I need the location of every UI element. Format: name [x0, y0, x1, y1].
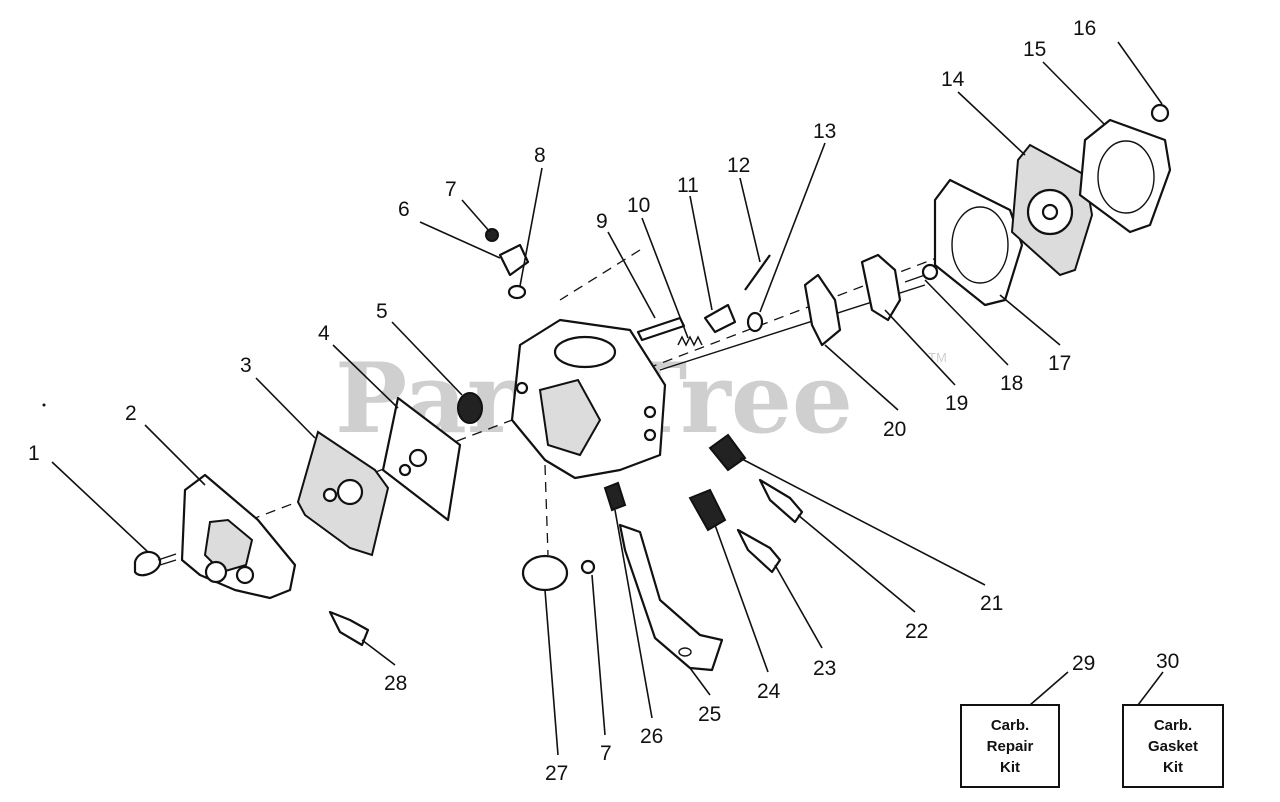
part-16-cover-screw[interactable] — [1150, 103, 1170, 123]
callout-30: 30 — [1156, 650, 1179, 673]
callout-5: 5 — [376, 300, 388, 323]
callout-11: 11 — [677, 174, 699, 197]
callout-18: 18 — [1000, 372, 1023, 395]
part-21-spring[interactable] — [708, 433, 747, 472]
part-18-plate-screw[interactable] — [904, 263, 939, 283]
part-19-throttle-plate[interactable] — [860, 253, 902, 322]
stray-dot — [42, 403, 46, 407]
callout-6: 6 — [398, 198, 410, 221]
callout-16: 16 — [1073, 17, 1096, 40]
gasket-kit-line2: Gasket — [1147, 737, 1199, 755]
part-7-screw-bottom[interactable] — [580, 559, 596, 575]
part-26-spring[interactable] — [603, 481, 627, 512]
part-5-inlet-screen[interactable] — [457, 392, 483, 424]
callout-10: 10 — [627, 194, 650, 217]
repair-kit-line2: Repair — [986, 737, 1034, 755]
gasket-kit-line3: Kit — [1162, 758, 1183, 776]
part-27-choke-plate[interactable] — [521, 554, 569, 592]
part-7-screw-top[interactable] — [485, 228, 499, 242]
callout-24: 24 — [757, 680, 781, 703]
gasket-kit-line1: Carb. — [1153, 716, 1193, 734]
callout-12: 12 — [727, 154, 750, 177]
watermark-tm: TM — [928, 350, 947, 365]
part-11-inlet-lever[interactable] — [703, 303, 737, 334]
callout-27: 27 — [545, 762, 568, 785]
repair-kit-line3: Kit — [1000, 758, 1020, 776]
callout-2: 2 — [125, 402, 137, 425]
callout-8: 8 — [534, 144, 546, 167]
carb-gasket-kit-box[interactable]: Carb. Gasket Kit — [1122, 704, 1224, 788]
callout-3: 3 — [240, 354, 252, 377]
callout-9: 9 — [596, 210, 608, 233]
callout-13: 13 — [813, 120, 836, 143]
part-10-spring[interactable] — [677, 335, 703, 347]
part-25-choke-lever[interactable] — [618, 523, 724, 672]
part-20-throttle-lever[interactable] — [803, 273, 842, 347]
part-8-washer[interactable] — [507, 284, 527, 300]
pump-axis-line — [544, 464, 549, 556]
part-17-metering-gasket[interactable] — [933, 178, 1024, 307]
part-28-screw[interactable] — [328, 610, 370, 647]
callout-1: 1 — [28, 442, 40, 465]
callout-29: 29 — [1072, 652, 1095, 675]
callout-23: 23 — [813, 657, 836, 680]
carburetor-body[interactable] — [510, 318, 667, 480]
callout-25: 25 — [698, 703, 721, 726]
callout-14: 14 — [941, 68, 965, 91]
part-22-adjusting-needle[interactable] — [758, 478, 804, 524]
part-1-screw[interactable] — [133, 550, 177, 577]
part-14-metering-diaphragm[interactable] — [1010, 143, 1094, 277]
callout-19: 19 — [945, 392, 968, 415]
part-3-diaphragm-gasket[interactable] — [296, 430, 390, 557]
callout-15: 15 — [1023, 38, 1046, 61]
callout-20: 20 — [883, 418, 906, 441]
part-4-pump-diaphragm[interactable] — [381, 396, 462, 522]
part-6-cap[interactable] — [498, 243, 530, 277]
part-9-inlet-needle[interactable] — [636, 316, 686, 342]
callout-7-top: 7 — [445, 178, 457, 201]
top-axis-line — [559, 249, 641, 301]
repair-kit-line1: Carb. — [990, 716, 1030, 734]
part-24-spring[interactable] — [688, 488, 727, 532]
callout-7-bottom: 7 — [600, 742, 612, 765]
callout-28: 28 — [384, 672, 407, 695]
part-13-lever-screw[interactable] — [746, 311, 764, 333]
callout-4: 4 — [318, 322, 330, 345]
callout-22: 22 — [905, 620, 928, 643]
part-12-lever-pin[interactable] — [744, 254, 771, 291]
callout-17: 17 — [1048, 352, 1071, 375]
carb-repair-kit-box[interactable]: Carb. Repair Kit — [960, 704, 1060, 788]
leader-lines — [51, 41, 1164, 756]
callout-21: 21 — [980, 592, 1003, 615]
callout-26: 26 — [640, 725, 663, 748]
part-2-pump-cover[interactable] — [180, 473, 297, 600]
part-15-metering-cover[interactable] — [1078, 118, 1172, 234]
part-23-adjusting-needle[interactable] — [736, 528, 782, 574]
